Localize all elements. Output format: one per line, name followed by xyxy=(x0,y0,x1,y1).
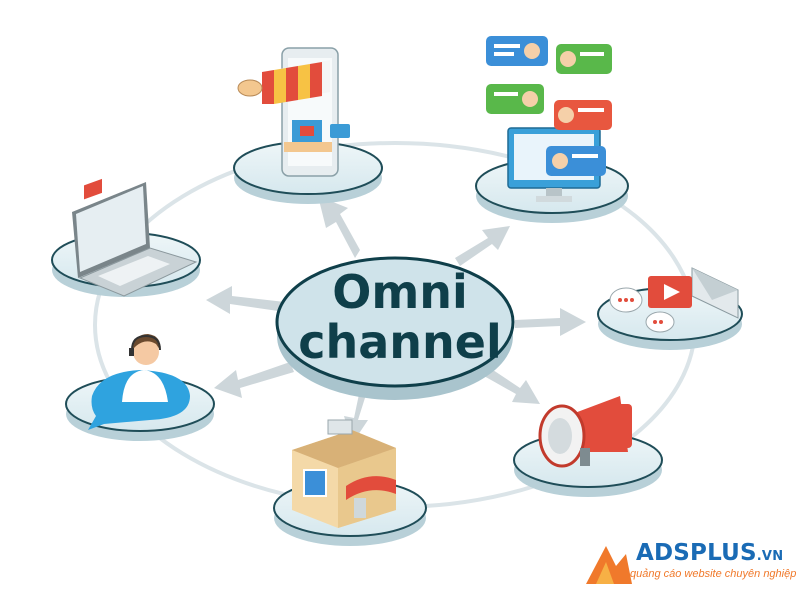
headset-agent-icon xyxy=(88,334,190,430)
hub-line1: Omni xyxy=(332,265,468,319)
hub-line2: channel xyxy=(298,315,502,369)
brand-name-text: ADSPLUS xyxy=(636,540,757,566)
channel-messages-video xyxy=(597,267,743,350)
brand-name: ADSPLUS.VN xyxy=(636,540,783,566)
laptop-icon xyxy=(72,178,198,297)
hub: Omni channel xyxy=(275,256,515,400)
review-chat-monitor-icon xyxy=(486,36,612,202)
arrow-to-mobile-store xyxy=(318,196,360,258)
channel-mobile-store xyxy=(233,47,383,204)
channel-megaphone xyxy=(513,396,663,497)
arrow-to-reviews xyxy=(455,226,510,266)
arrow-to-megaphone xyxy=(484,368,540,404)
brand-badge: ADSPLUS.VN quảng cáo website chuyên nghi… xyxy=(580,538,796,590)
arrow-to-laptop xyxy=(206,286,285,314)
channel-call-center xyxy=(65,334,215,441)
brand-tld: .VN xyxy=(756,549,784,564)
channel-laptop xyxy=(51,178,201,297)
retail-store-icon xyxy=(292,419,396,528)
channel-physical-store xyxy=(273,419,427,546)
channel-reviews-monitor xyxy=(475,36,629,223)
arrow-to-call-center xyxy=(214,362,294,398)
adsplus-logo-icon xyxy=(586,546,632,584)
brand-tagline: quảng cáo website chuyên nghiệp xyxy=(630,568,797,580)
arrow-to-messages xyxy=(515,308,586,336)
chat-video-email-icon xyxy=(609,267,739,333)
mobile-shop-icon xyxy=(237,47,350,177)
megaphone-icon xyxy=(538,396,632,468)
